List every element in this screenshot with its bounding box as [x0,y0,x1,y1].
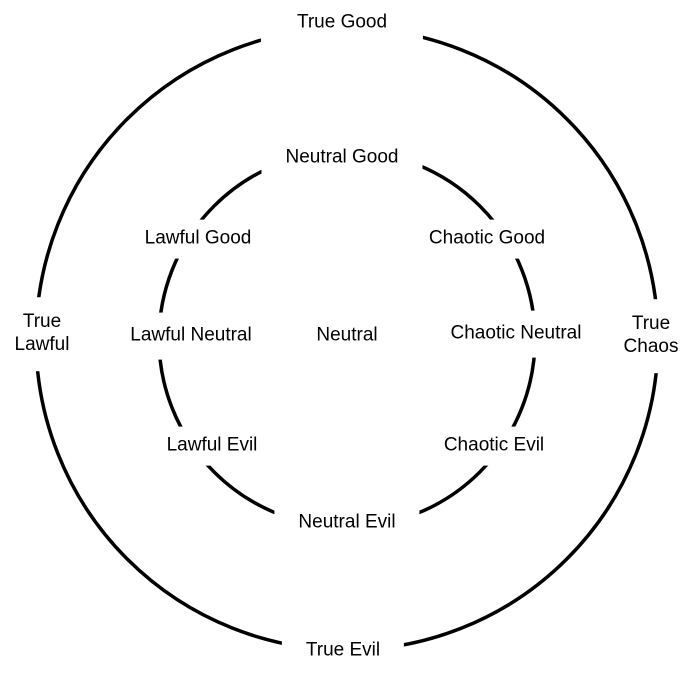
label-chaotic-evil: Chaotic Evil [427,426,561,466]
label-neutral-good: Neutral Good [261,137,423,179]
label-true-good: True Good [260,1,424,45]
label-lawful-evil: Lawful Evil [150,426,274,466]
label-true-evil: True Evil [281,630,405,672]
label-chaotic-good: Chaotic Good [412,219,562,259]
label-chaotic-neutral: Chaotic Neutral [434,310,598,358]
label-neutral-center: Neutral [300,316,394,356]
label-lawful-good: Lawful Good [128,219,268,259]
label-true-lawful: True Lawful [1,297,83,371]
label-neutral-evil: Neutral Evil [274,502,420,544]
label-lawful-neutral: Lawful Neutral [114,312,268,360]
label-true-chaos: True Chaos [610,299,692,373]
